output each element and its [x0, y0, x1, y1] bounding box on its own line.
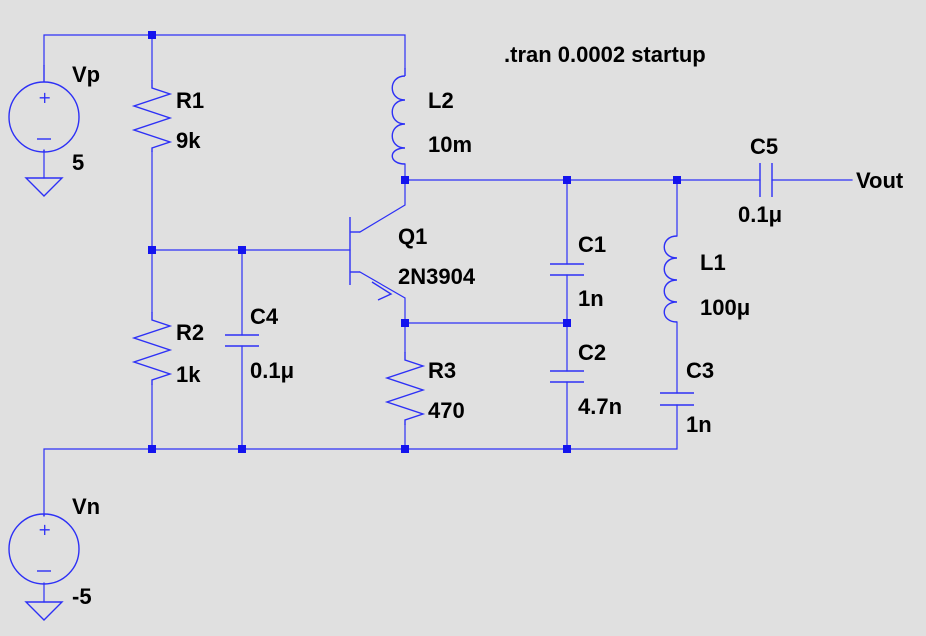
wire-collector: [359, 179, 406, 233]
vp-value: 5: [72, 150, 84, 175]
q1-transistor: [349, 217, 393, 301]
r2-resistor: [131, 312, 173, 385]
c5-value: 0.1μ: [738, 202, 782, 227]
vn-name: Vn: [72, 494, 100, 519]
wire-bottom-rail: [43, 404, 678, 517]
node: [401, 319, 409, 327]
c1-value: 1n: [578, 286, 604, 311]
c4-name: C4: [250, 304, 279, 329]
directive-label: .tran 0.0002 startup: [504, 42, 706, 67]
vp-name: Vp: [72, 62, 100, 87]
node: [238, 445, 246, 453]
c3-capacitor: [660, 392, 694, 406]
c2-capacitor: [550, 370, 584, 383]
node: [401, 445, 409, 453]
c5-name: C5: [750, 134, 778, 159]
node: [238, 246, 246, 254]
c5-capacitor: [759, 163, 773, 197]
r3-value: 470: [428, 398, 465, 423]
node: [148, 31, 156, 39]
svg-text:+: +: [38, 88, 51, 107]
c2-value: 4.7n: [578, 394, 622, 419]
r1-resistor: [131, 80, 173, 152]
ground-icon-vp: [24, 177, 64, 197]
l2-name: L2: [428, 88, 454, 113]
wire-emitter: [359, 271, 406, 324]
l2-value: 10m: [428, 132, 472, 157]
vn-source: +: [8, 513, 80, 585]
r3-name: R3: [428, 358, 456, 383]
r3-resistor: [384, 352, 426, 425]
l2-inductor: [391, 68, 406, 165]
wire-top-rail: [43, 34, 406, 69]
node: [673, 176, 681, 184]
c3-value: 1n: [686, 412, 712, 437]
svg-text:+: +: [38, 520, 51, 539]
vp-source: +: [8, 65, 80, 153]
l1-inductor: [663, 235, 678, 323]
c2-name: C2: [578, 340, 606, 365]
c3-name: C3: [686, 358, 714, 383]
junction-nodes: [148, 31, 681, 453]
c1-name: C1: [578, 232, 606, 257]
r1-value: 9k: [176, 128, 201, 153]
ground-icon-vn: [24, 601, 64, 621]
c4-capacitor: [225, 334, 259, 347]
wires: [43, 34, 853, 603]
r2-value: 1k: [176, 362, 201, 387]
r1-name: R1: [176, 88, 204, 113]
c1-capacitor: [550, 263, 584, 276]
c4-value: 0.1μ: [250, 358, 294, 383]
node: [148, 246, 156, 254]
q1-name: Q1: [398, 224, 427, 249]
vout-label: Vout: [856, 168, 904, 193]
node: [401, 176, 409, 184]
node: [563, 319, 571, 327]
q1-value: 2N3904: [398, 264, 476, 289]
node: [563, 445, 571, 453]
node: [563, 176, 571, 184]
node: [148, 445, 156, 453]
vn-value: -5: [72, 584, 92, 609]
l1-value: 100μ: [700, 295, 750, 320]
r2-name: R2: [176, 320, 204, 345]
l1-name: L1: [700, 250, 726, 275]
